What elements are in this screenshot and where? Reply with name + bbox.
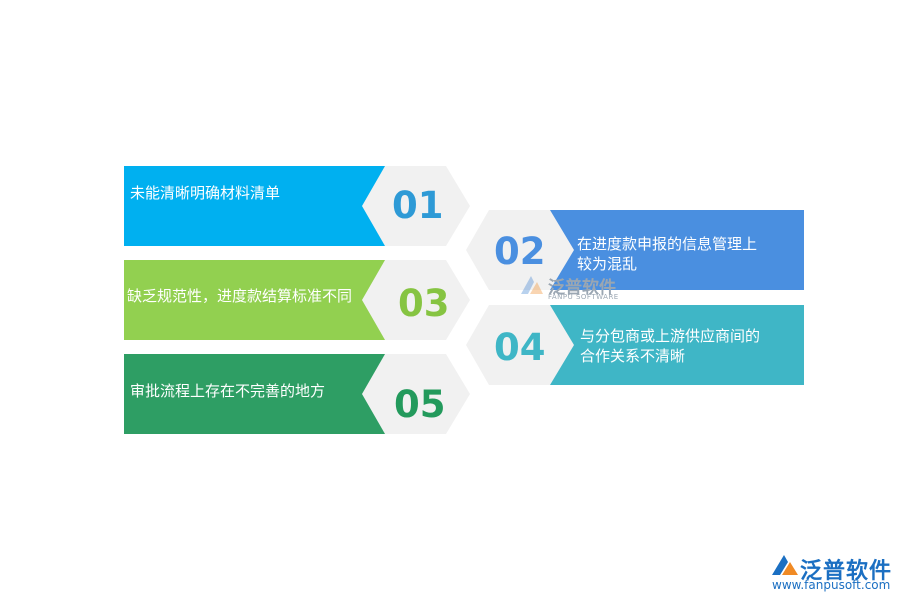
item-03-bar: 缺乏规范性，进度款结算标准不同	[124, 260, 392, 340]
item-04-bar: 与分包商或上游供应商间的 合作关系不清晰	[550, 305, 804, 385]
brand-name: 泛普软件	[800, 559, 893, 584]
item-02-hexagon	[466, 210, 574, 290]
item-05-bar: 审批流程上存在不完善的地方	[124, 354, 392, 434]
item-03-number: 03	[398, 282, 450, 325]
watermark-subtitle: FANPU SOFTWARE	[548, 293, 619, 301]
item-04-number: 04	[494, 326, 546, 369]
item-03-text: 缺乏规范性，进度款结算标准不同	[127, 287, 353, 305]
item-05-text: 审批流程上存在不完善的地方	[130, 382, 326, 400]
item-05-number: 05	[394, 383, 446, 426]
item-04-text-line2: 合作关系不清晰	[580, 347, 686, 365]
item-03-hexagon	[362, 260, 470, 340]
item-05-hexagon	[362, 354, 470, 434]
brand-logo-icon	[772, 555, 798, 575]
brand-url[interactable]: www.fanpusoft.com	[772, 578, 891, 592]
item-01-number: 01	[392, 184, 444, 227]
item-02-number: 02	[494, 230, 546, 273]
item-02-bar: 在进度款申报的信息管理上 较为混乱	[550, 210, 804, 290]
item-01-text: 未能清晰明确材料清单	[130, 184, 281, 202]
item-04-text-line1: 与分包商或上游供应商间的	[580, 327, 761, 345]
watermark-logo-icon	[521, 276, 543, 294]
watermark-name: 泛普软件	[548, 278, 616, 298]
item-02-text-line1: 在进度款申报的信息管理上	[577, 235, 758, 253]
item-02-text-line2: 较为混乱	[577, 255, 638, 273]
item-01-hexagon	[362, 166, 470, 246]
item-01-bar: 未能清晰明确材料清单	[124, 166, 392, 246]
item-04-hexagon	[466, 305, 574, 385]
